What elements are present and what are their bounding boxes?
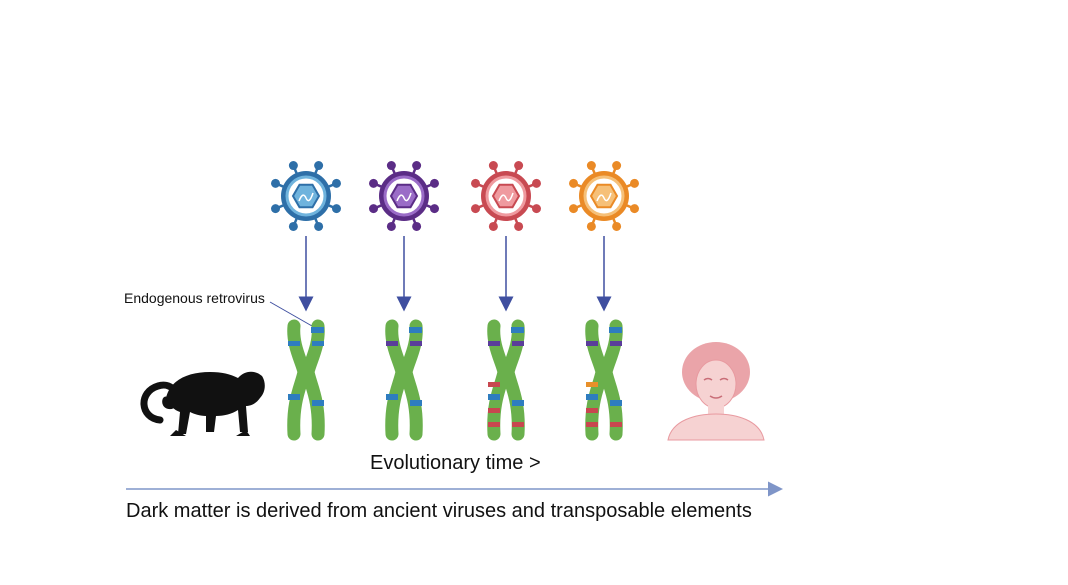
virus-blue-icon [271, 161, 341, 231]
endogenous-retrovirus-label: Endogenous retrovirus [124, 290, 265, 306]
human-portrait [667, 342, 765, 441]
evolutionary-time-label: Evolutionary time > [370, 452, 541, 474]
virus-orange-icon [569, 161, 639, 231]
chromosome-3 [487, 319, 525, 441]
virus-red-icon [471, 161, 541, 231]
chromosome-1 [287, 319, 325, 441]
chromosome-2 [385, 319, 423, 441]
virus-purple-icon [369, 161, 439, 231]
primate-silhouette [140, 371, 265, 436]
caption: Dark matter is derived from ancient viru… [126, 500, 752, 522]
chromosome-4 [585, 319, 623, 441]
endogenous-pointer [269, 301, 313, 327]
